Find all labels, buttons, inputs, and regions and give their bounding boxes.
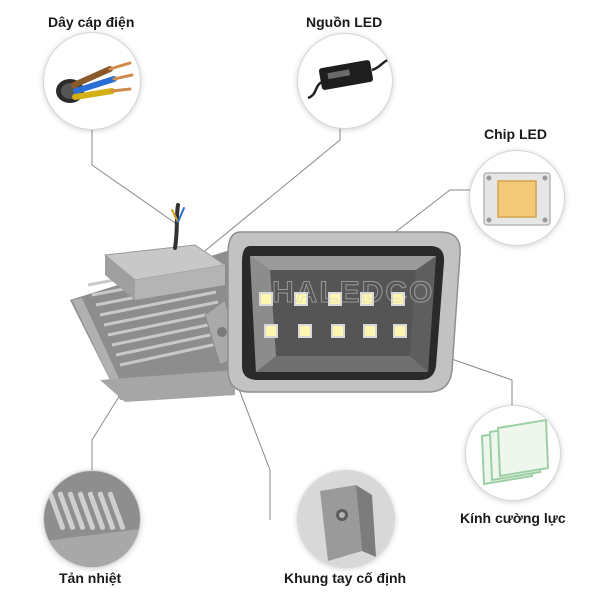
- glass-label: Kính cường lực: [460, 510, 566, 526]
- driver-circle: [297, 33, 393, 129]
- led-driver-icon: [307, 58, 389, 100]
- led-chip: [294, 292, 308, 306]
- led-chip: [259, 292, 273, 306]
- leader-line-heatsink: [91, 394, 121, 470]
- heatsink-label: Tản nhiệt: [59, 570, 122, 586]
- chip-label: Chip LED: [484, 126, 547, 142]
- front-frame: [227, 231, 461, 393]
- led-chip: [391, 292, 405, 306]
- led-chip: [328, 292, 342, 306]
- led-chip: [331, 324, 345, 338]
- led-chip: [264, 324, 278, 338]
- led-chip-icon: [483, 172, 551, 226]
- bracket-label: Khung tay cố định: [284, 570, 407, 586]
- cable-label: Dây cáp điện: [48, 14, 135, 30]
- led-chip: [360, 292, 374, 306]
- bracket-icon: [298, 471, 394, 567]
- driver-label: Nguồn LED: [306, 14, 383, 30]
- heatsink-icon: [44, 471, 140, 567]
- leader-line-driver: [199, 128, 341, 256]
- cable-circle: [43, 32, 141, 130]
- leader-line-cable: [91, 128, 179, 226]
- led-chip: [298, 324, 312, 338]
- watermark-text: HALEDCO: [272, 276, 434, 309]
- chip-circle: [469, 150, 565, 246]
- led-chip-array: [259, 292, 407, 338]
- bracket-circle: [297, 470, 395, 568]
- cable-out: [171, 203, 185, 250]
- driver-box: [103, 244, 227, 300]
- led-chip: [393, 324, 407, 338]
- leader-line-glass: [439, 354, 513, 405]
- glass-circle: [465, 405, 561, 501]
- tempered-glass-icon: [480, 418, 550, 486]
- cable-icon: [56, 61, 134, 103]
- led-chip: [363, 324, 377, 338]
- heatsink-circle: [43, 470, 141, 568]
